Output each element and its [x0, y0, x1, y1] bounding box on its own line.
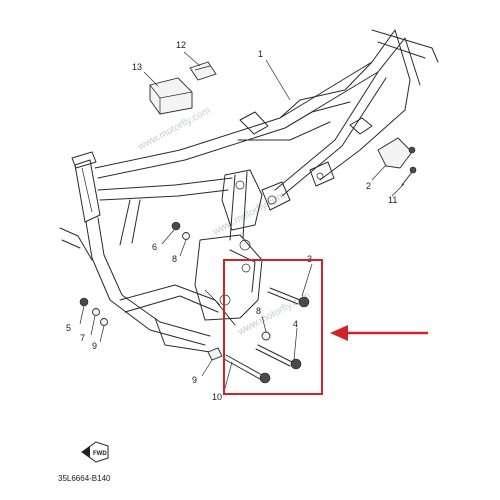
- callout-8-upper: 8: [172, 254, 177, 264]
- callout-13: 13: [132, 62, 142, 72]
- callout-2: 2: [366, 181, 371, 191]
- fwd-arrow-icon: FWD: [81, 441, 109, 463]
- watermark: www.motorfly.com: [235, 290, 312, 338]
- washer-part-7: [92, 308, 100, 316]
- clip-part: [189, 61, 217, 81]
- part-code: 35L6664-B140: [58, 474, 111, 483]
- callout-9-lower: 9: [192, 375, 197, 385]
- callout-11: 11: [388, 195, 397, 205]
- bracket-part: [377, 137, 416, 169]
- fwd-label: FWD: [93, 451, 107, 457]
- bolt-part-3: [267, 287, 310, 308]
- washer-part-8-upper: [182, 232, 190, 240]
- bolt-part-10: [223, 354, 271, 384]
- callout-9-left: 9: [92, 341, 97, 351]
- callout-6: 6: [152, 242, 157, 252]
- washer-part-9-lower: [207, 347, 223, 361]
- bolt-part-4: [255, 344, 302, 370]
- nut-part-6: [171, 221, 181, 231]
- nut-part-5: [79, 297, 89, 307]
- watermark: www.motorfly.com: [135, 105, 212, 153]
- bolt-part-11: [401, 166, 417, 186]
- leader-lines: [79, 51, 405, 393]
- callout-10: 10: [212, 392, 222, 402]
- washer-part-8-right: [261, 331, 271, 341]
- frame: [59, 29, 439, 353]
- callout-8-right: 8: [256, 306, 261, 316]
- callout-12: 12: [176, 40, 186, 50]
- highlight-box: [223, 259, 323, 395]
- callout-7: 7: [80, 333, 85, 343]
- callout-5: 5: [66, 323, 71, 333]
- callout-1: 1: [258, 49, 263, 59]
- rubber-block-part: [149, 77, 193, 115]
- washer-part-9-left: [100, 318, 108, 326]
- arrow-left-icon: [330, 325, 428, 341]
- callout-4: 4: [293, 319, 298, 329]
